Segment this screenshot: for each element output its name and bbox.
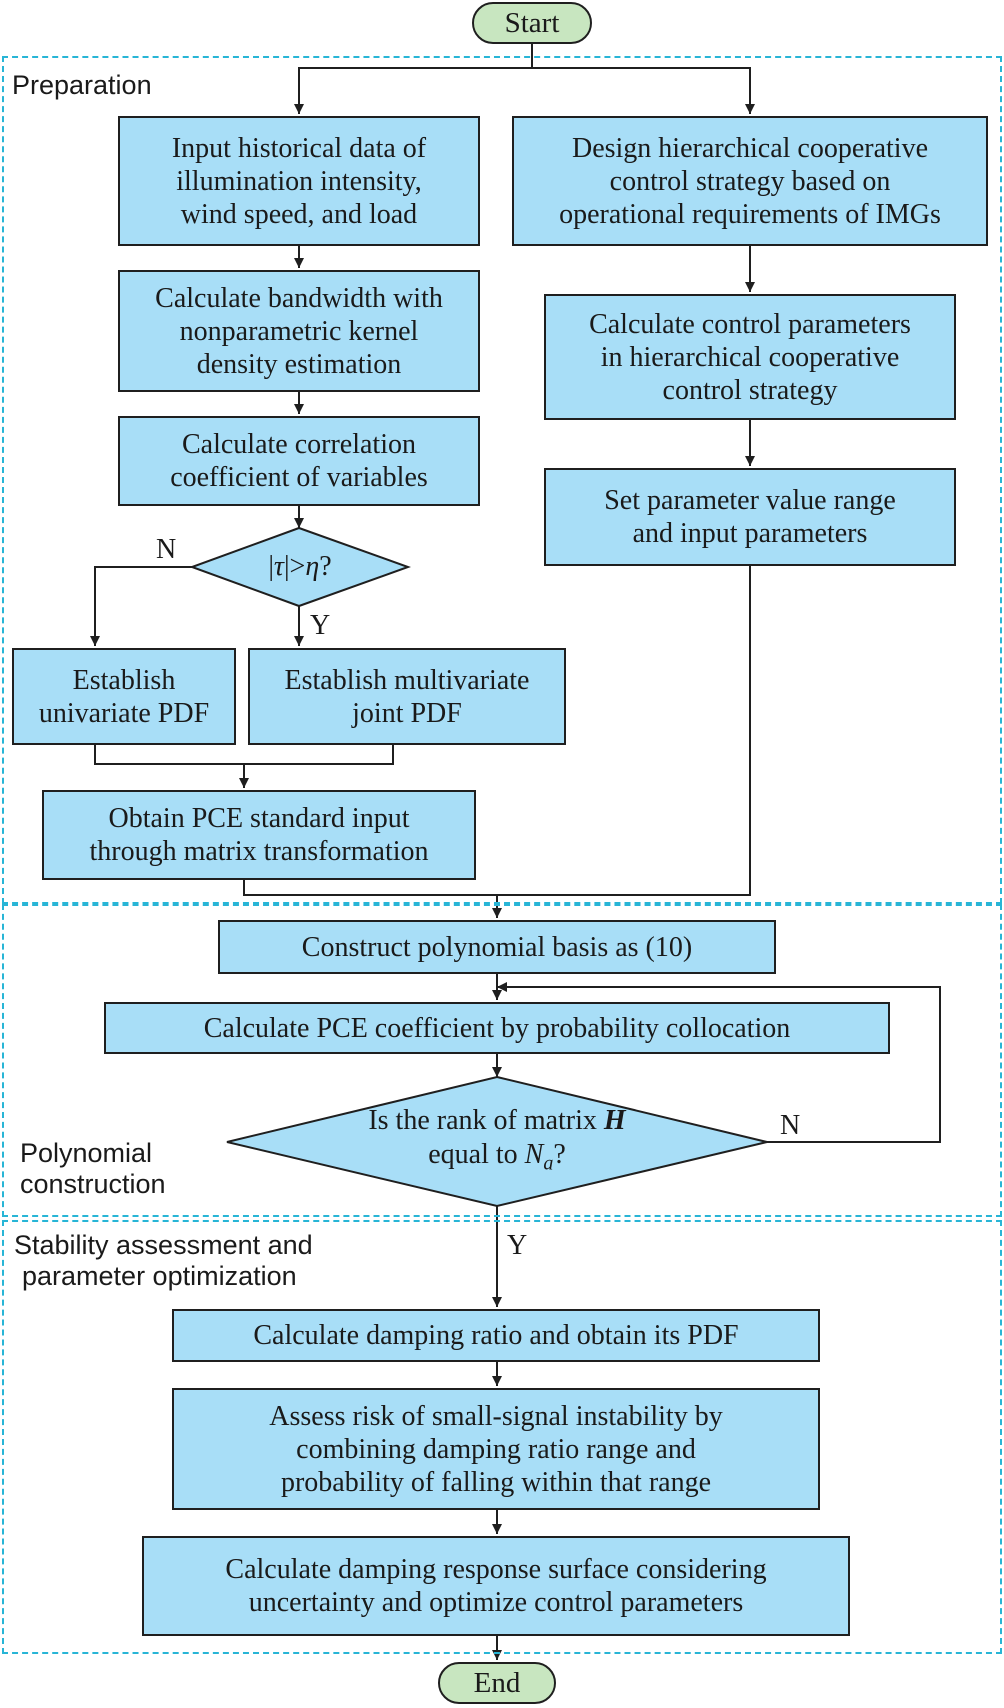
section-label-polynomial: Polynomial construction — [20, 1138, 166, 1199]
rank-no-label: N — [780, 1110, 801, 1141]
pce-standard-input-box: Obtain PCE standard input through matrix… — [42, 790, 476, 880]
correlation-decision-diamond — [189, 526, 411, 608]
section-label-stability: Stability assessment and parameter optim… — [14, 1230, 313, 1291]
start-terminal: Start — [472, 2, 592, 44]
design-strategy-box: Design hierarchical cooperative control … — [512, 116, 988, 246]
end-label: End — [473, 1666, 521, 1699]
section-preparation — [2, 56, 1002, 904]
rank-yes-label: Y — [507, 1230, 528, 1261]
control-parameters-box: Calculate control parameters in hierarch… — [544, 294, 956, 420]
bandwidth-box: Calculate bandwidth with nonparametric k… — [118, 270, 480, 392]
risk-assessment-box: Assess risk of small-signal instability … — [172, 1388, 820, 1510]
polynomial-basis-box: Construct polynomial basis as (10) — [218, 920, 776, 974]
section-stability — [2, 1220, 1002, 1654]
correlation-box: Calculate correlation coefficient of var… — [118, 416, 480, 506]
rank-decision-text: Is the rank of matrix H equal to Na? — [368, 1104, 626, 1175]
section-label-preparation: Preparation — [12, 70, 152, 100]
arrow-decision-no — [90, 566, 192, 646]
pce-coefficient-box: Calculate PCE coefficient by probability… — [104, 1002, 890, 1054]
univariate-pdf-box: Establish univariate PDF — [12, 648, 236, 745]
decision-yes-label: Y — [310, 610, 331, 641]
start-label: Start — [504, 6, 560, 39]
section-polynomial — [2, 904, 1002, 1217]
response-surface-box: Calculate damping response surface consi… — [142, 1536, 850, 1636]
end-terminal: End — [438, 1662, 556, 1704]
decision-no-label: N — [156, 534, 177, 565]
multivariate-pdf-box: Establish multivariate joint PDF — [248, 648, 566, 745]
correlation-decision-text: |τ|>η? — [268, 551, 332, 582]
start-to-right-arrow — [532, 67, 755, 114]
input-historical-data-box: Input historical data of illumination in… — [118, 116, 480, 246]
start-to-left-arrow — [294, 67, 532, 114]
arrow-rank-no-loop — [497, 982, 941, 1143]
damping-ratio-box: Calculate damping ratio and obtain its P… — [172, 1309, 820, 1362]
rank-decision-diamond — [226, 1075, 768, 1208]
parameter-range-box: Set parameter value range and input para… — [544, 468, 956, 566]
